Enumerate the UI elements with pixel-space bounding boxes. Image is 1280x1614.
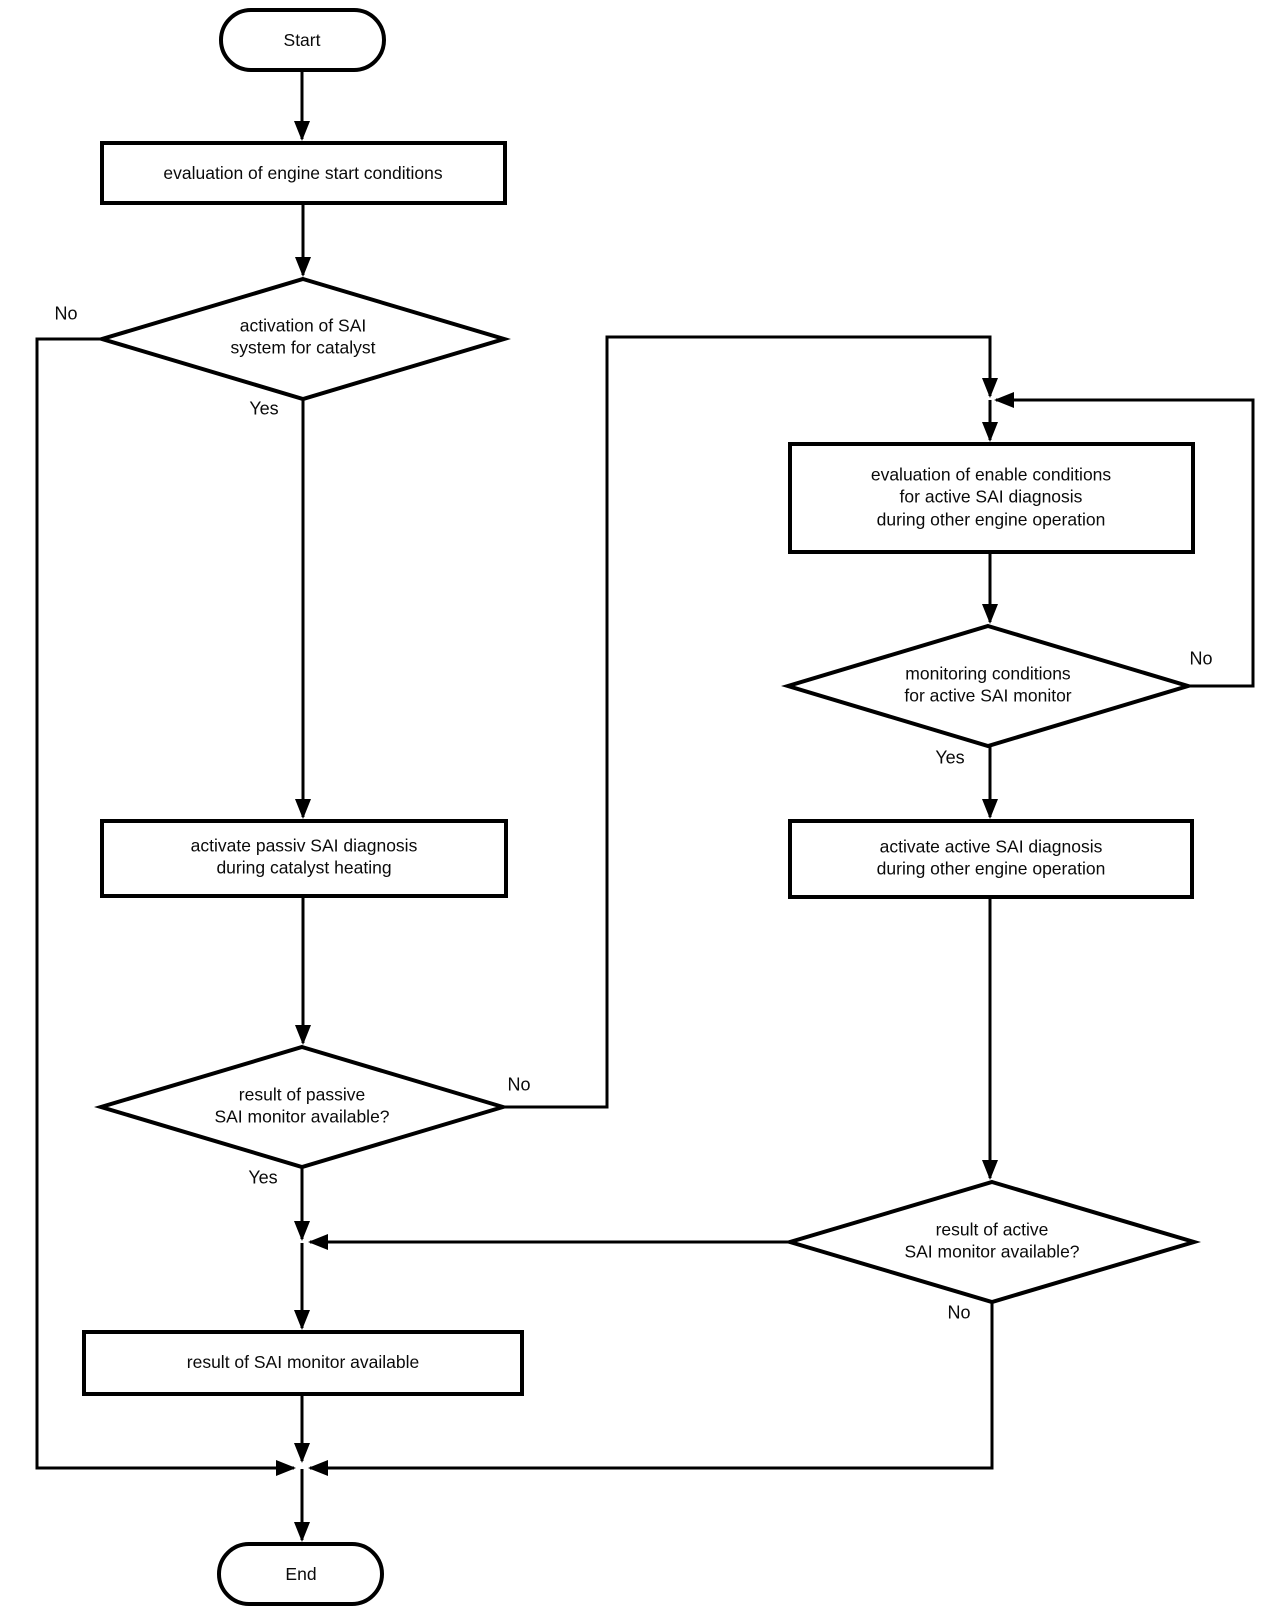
result-available-label: result of SAI monitor available (186, 1351, 420, 1372)
result-passive-diamond (94, 1044, 510, 1170)
edge-active-no-to-end-junction (308, 1302, 994, 1476)
eval-engine-start-text: evaluation of engine start conditions (163, 162, 443, 183)
activate-active-box (788, 819, 1194, 899)
start-text: Start (283, 29, 321, 50)
result-active-label: result of active SAI monitor available? (904, 1219, 1080, 1262)
start-terminal-label: Start (284, 29, 321, 51)
activation-sai-label: activation of SAI system for catalyst (230, 315, 376, 358)
result-passive-label: result of passive SAI monitor available? (214, 1084, 390, 1127)
monitoring-no-label: No (1189, 648, 1213, 669)
eval-enable-box (788, 442, 1195, 554)
edges (35, 68, 1255, 1542)
eval-enable-label: evaluation of enable conditions for acti… (870, 464, 1112, 530)
monitoring-conditions-label: monitoring conditions for active SAI mon… (904, 663, 1072, 706)
start-terminal-shape (219, 8, 386, 72)
monitoring-conditions-diamond (781, 623, 1195, 749)
eval-engine-start-box (100, 141, 507, 205)
result-available-box (82, 1330, 524, 1396)
activate-passive-label: activate passiv SAI diagnosis during cat… (190, 835, 418, 878)
activate-passive-box (100, 819, 508, 898)
end-terminal-shape (217, 1542, 384, 1606)
end-terminal-label: End (285, 1563, 316, 1585)
activation-yes-label: Yes (249, 398, 279, 419)
active-no-label: No (947, 1302, 971, 1323)
result-active-diamond (782, 1179, 1202, 1305)
edge-passive-no-to-eval-enable-junction (503, 335, 998, 1109)
passive-yes-label: Yes (248, 1167, 278, 1188)
node-shapes (82, 8, 1202, 1606)
end-text: End (285, 1563, 317, 1584)
edge-monitoring-no-loop (994, 392, 1255, 688)
activation-no-label: No (54, 303, 78, 324)
activate-active-label: activate active SAI diagnosis during oth… (876, 836, 1106, 879)
activation-sai-diamond (95, 276, 511, 402)
monitoring-yes-label: Yes (935, 747, 965, 768)
edge-activation-no-to-end-junction (35, 337, 296, 1476)
eval-engine-start-label: evaluation of engine start conditions (163, 162, 442, 184)
passive-no-label: No (507, 1074, 531, 1095)
